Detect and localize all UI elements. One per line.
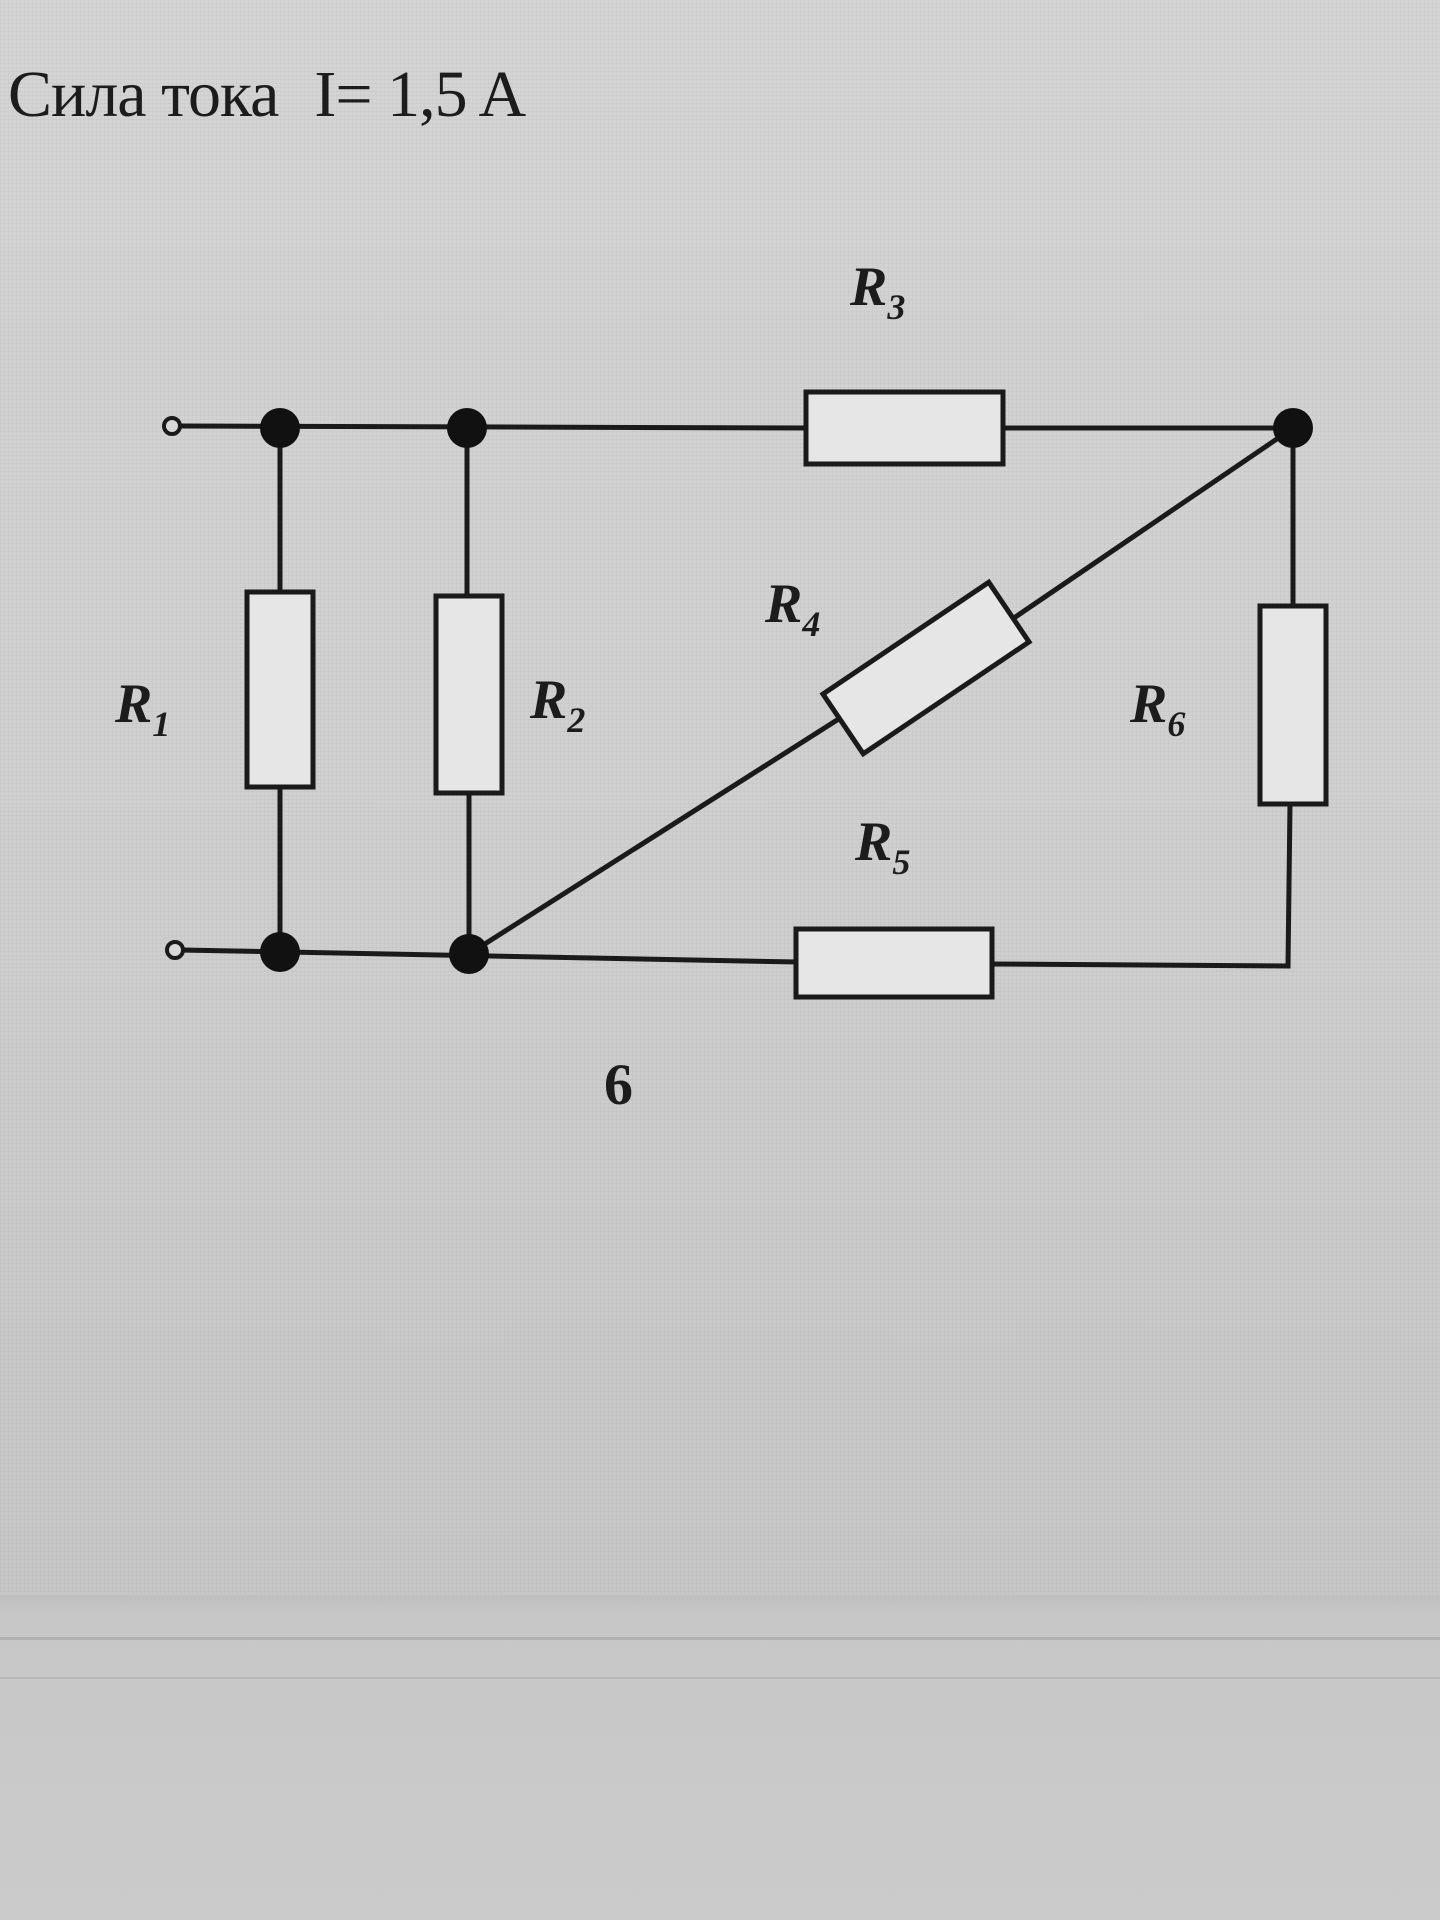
resistor-r2 bbox=[433, 593, 505, 796]
input-terminal-top bbox=[162, 416, 182, 436]
resistor-r5 bbox=[793, 926, 995, 1000]
junction-node bbox=[260, 408, 300, 448]
current-equation: I= 1,5 A bbox=[314, 58, 526, 131]
junction-node bbox=[1273, 408, 1313, 448]
label-r2: R2 bbox=[529, 669, 585, 740]
junction-node bbox=[447, 408, 487, 448]
resistor-r6 bbox=[1257, 603, 1329, 807]
current-label: Сила тока bbox=[8, 58, 279, 131]
label-r5: R5 bbox=[854, 811, 910, 882]
label-r6: R6 bbox=[1129, 673, 1185, 744]
label-r3: R3 bbox=[849, 256, 905, 327]
label-r4: R4 bbox=[764, 573, 820, 644]
r4-wire-lower bbox=[465, 711, 849, 958]
monitor-bottom-edge bbox=[0, 1595, 1440, 1920]
resistor-r1 bbox=[244, 589, 316, 790]
resistor-r3 bbox=[803, 389, 1006, 467]
junction-node bbox=[260, 932, 300, 972]
r6-wire-bottom bbox=[1285, 801, 1293, 969]
label-r1: R1 bbox=[114, 673, 170, 744]
r4-wire-upper bbox=[1004, 424, 1297, 626]
resistor-r4 bbox=[819, 578, 1033, 758]
input-terminal-bottom bbox=[165, 940, 185, 960]
bottom-wire-right bbox=[989, 961, 1291, 969]
scan-line bbox=[0, 1677, 1440, 1679]
figure-number: 6 bbox=[604, 1052, 633, 1117]
scan-line bbox=[0, 1637, 1440, 1640]
junction-node bbox=[449, 934, 489, 974]
circuit-diagram: R3 R4 R1 R2 R6 R5 6 bbox=[114, 256, 1329, 1117]
